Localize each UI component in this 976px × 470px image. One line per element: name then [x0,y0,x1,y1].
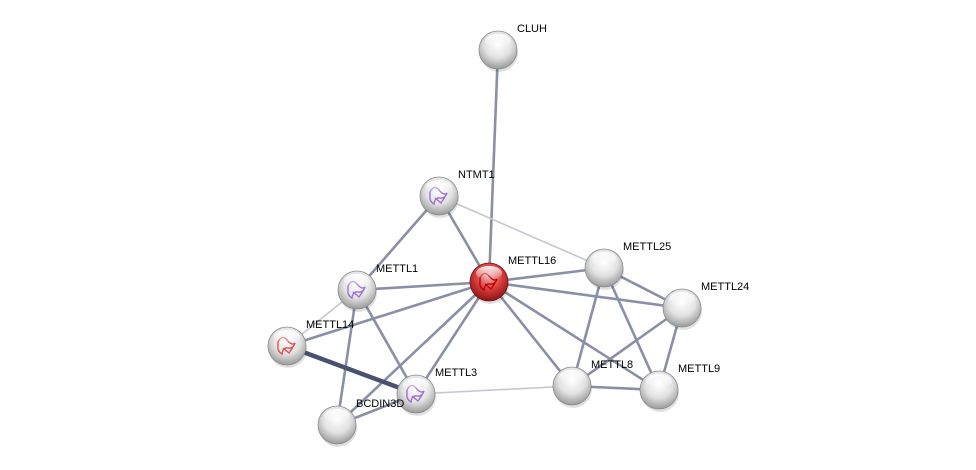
edge-mettl24-mettl8[interactable] [571,306,683,388]
edge-ntmt1-mettl1[interactable] [356,195,440,291]
edge-mettl1-mettl3[interactable] [355,289,418,395]
node-label: BCDIN3D [356,398,404,410]
edge-mettl16-mettl14[interactable] [286,280,490,348]
node-label: METTL14 [306,319,354,331]
edge-mettl25-mettl9[interactable] [602,267,661,391]
edge-mettl16-mettl8[interactable] [487,281,574,387]
node-mettl25[interactable]: METTL25 [584,241,671,290]
node-mettl16[interactable]: METTL16 [469,255,556,304]
edge-mettl16-bcdin3d[interactable] [336,281,490,426]
node-label: METTL25 [623,241,671,253]
node-label: METTL3 [435,367,477,379]
node-label: METTL8 [591,359,633,371]
node-label: METTL9 [678,363,720,375]
edge-mettl25-mettl8[interactable] [570,267,606,387]
edge-mettl1-bcdin3d[interactable] [335,289,359,426]
node-mettl14[interactable]: METTL14 [267,319,354,368]
node-mettl3[interactable]: METTL3 [396,367,477,416]
edge-mettl16-mettl24[interactable] [488,280,683,310]
edge-mettl14-mettl3[interactable] [286,343,417,397]
node-label: METTL24 [701,281,749,293]
node-label: METTL1 [376,263,418,275]
edge-mettl16-mettl3[interactable] [414,281,491,395]
edge-mettl16-mettl1[interactable] [356,280,490,292]
node-mettl8[interactable]: METTL8 [552,359,633,408]
node-label: CLUH [517,23,547,35]
node-label: NTMT1 [458,169,495,181]
node-mettl24[interactable]: METTL24 [662,281,749,330]
edge-mettl16-mettl9[interactable] [488,280,660,392]
node-label: METTL16 [508,255,556,267]
node-cluh[interactable]: CLUH [478,23,547,72]
edge-cluh-mettl16[interactable] [487,49,500,283]
edge-ntmt1-mettl25[interactable] [438,195,605,269]
node-ntmt1[interactable]: NTMT1 [419,169,495,218]
node-bcdin3d[interactable]: BCDIN3D [317,398,404,447]
node-mettl1[interactable]: METTL1 [337,263,418,312]
edge-mettl3-mettl8[interactable] [415,385,573,395]
node-mettl9[interactable]: METTL9 [639,363,720,412]
